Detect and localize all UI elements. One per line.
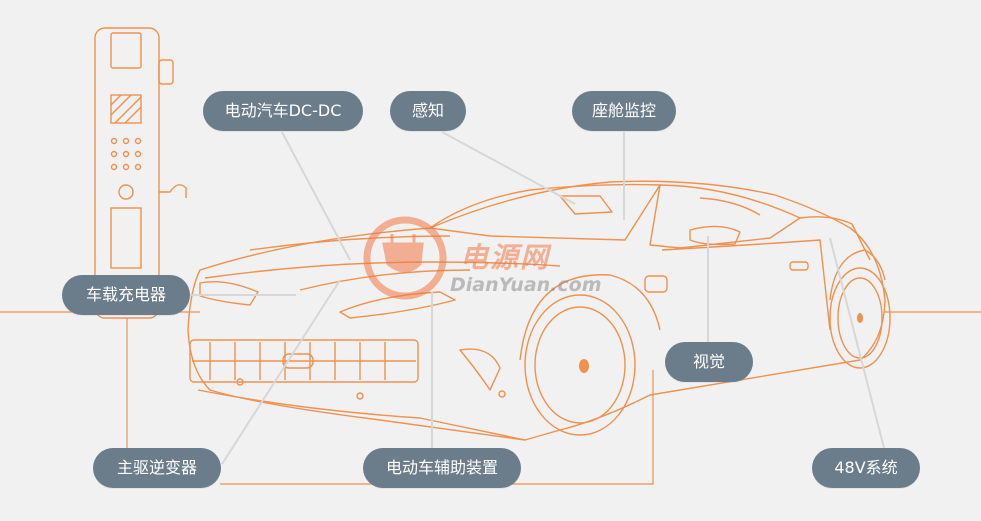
car-outline [187, 180, 891, 441]
rear-hub [857, 313, 863, 323]
connector-lines [126, 318, 654, 485]
label-ev-auxiliary[interactable]: 电动车辅助装置 [363, 448, 521, 488]
front-hub [579, 359, 589, 373]
label-48v-system[interactable]: 48V系统 [812, 448, 920, 488]
label-onboard-charger[interactable]: 车载充电器 [62, 275, 190, 315]
watermark-text-cn: 电源网 [460, 241, 551, 274]
leader-lines [190, 131, 885, 465]
label-vision[interactable]: 视觉 [665, 342, 753, 382]
label-perception[interactable]: 感知 [390, 91, 466, 131]
watermark-text-en: DianYuan.com [450, 274, 602, 296]
label-main-inverter[interactable]: 主驱逆变器 [93, 448, 221, 488]
label-dcdc[interactable]: 电动汽车DC-DC [203, 91, 363, 131]
watermark-logo-icon [363, 216, 447, 300]
label-cabin-monitoring[interactable]: 座舱监控 [572, 91, 676, 131]
